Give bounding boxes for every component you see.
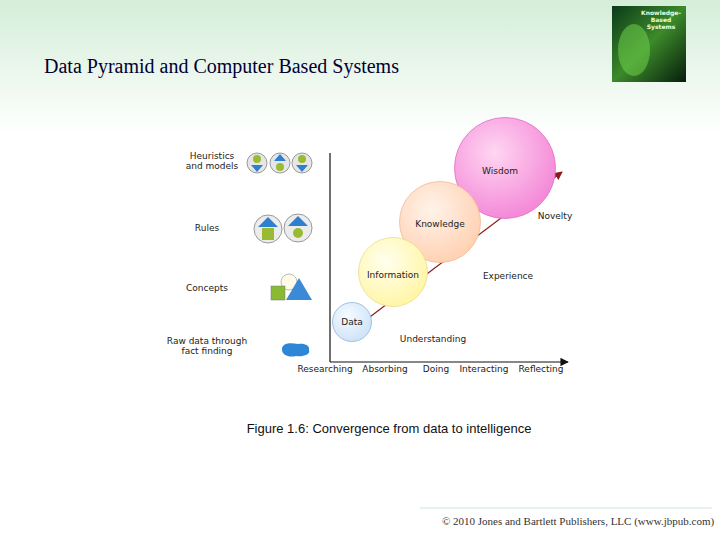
level-label: Concepts <box>177 283 237 293</box>
concept-circle: Information <box>358 237 428 307</box>
icon-circle <box>284 214 312 242</box>
heuristics-icon <box>247 153 312 173</box>
icon-triangle <box>288 216 308 226</box>
axis-tick-label: Reflecting <box>511 364 571 374</box>
icon-triangle <box>286 278 312 300</box>
icon-triangle <box>296 165 308 172</box>
level-label: Rules <box>177 223 237 233</box>
icon-circle <box>292 153 312 173</box>
axis-annotation: Understanding <box>393 334 473 344</box>
circle-shape <box>359 238 428 307</box>
axis-annotation: Experience <box>473 271 543 281</box>
axis-tick-label: Absorbing <box>357 364 413 374</box>
logo-text: Knowledge-Based Systems <box>638 10 684 31</box>
logo-cover <box>612 6 686 82</box>
icon-dot <box>293 228 303 238</box>
rules-icon <box>254 214 312 243</box>
icon-dot <box>298 155 306 163</box>
icon-square <box>262 228 274 240</box>
icon-triangle <box>274 154 286 161</box>
header-band <box>0 0 720 135</box>
logo-head <box>618 24 650 76</box>
concepts-icon <box>271 274 312 300</box>
x-axis <box>330 361 568 362</box>
level-label: Raw data through fact finding <box>161 336 253 357</box>
slide-title: Data Pyramid and Computer Based Systems <box>44 55 399 78</box>
icon-triangle <box>258 217 278 227</box>
concept-circle: Data <box>332 302 372 342</box>
axis-tick-label: Researching <box>294 364 356 374</box>
circle-label: Information <box>358 270 428 280</box>
axis-tick-label: Interacting <box>454 364 514 374</box>
icon-circle <box>254 215 282 243</box>
raw-data-blob <box>282 343 309 356</box>
figure-caption: Figure 1.6: Convergence from data to int… <box>189 421 589 436</box>
icon-square <box>271 286 285 300</box>
icon-triangle <box>251 165 263 172</box>
footer-rule <box>420 508 712 509</box>
icon-circle <box>270 153 290 173</box>
icon-circle <box>247 153 267 173</box>
circle-shape <box>333 303 372 342</box>
axis-annotation: Novelty <box>525 211 585 221</box>
circle-label: Data <box>332 317 372 327</box>
copyright-note: © 2010 Jones and Bartlett Publishers, LL… <box>433 515 720 528</box>
level-label: Heuristics and models <box>181 151 243 172</box>
icon-dot <box>253 155 261 163</box>
book-logo <box>612 6 686 82</box>
icon-dot <box>276 163 284 171</box>
circle-label: Knowledge <box>399 219 481 229</box>
circle-label: Wisdom <box>444 166 556 176</box>
axis-tick-label: Doing <box>416 364 456 374</box>
y-axis <box>329 153 330 362</box>
